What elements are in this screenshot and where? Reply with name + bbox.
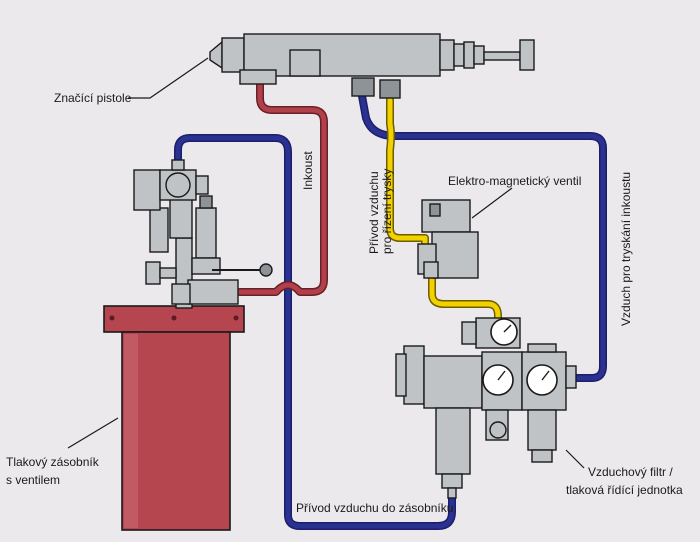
label-air-nozzle-2: pro řízení trysky — [380, 169, 394, 254]
leader-solenoid — [471, 187, 513, 219]
label-air-ink-spray: Vzduch pro tryskání inkoustu — [619, 172, 633, 326]
tank-valve-assembly — [133, 159, 273, 309]
control-air-hose — [386, 96, 502, 330]
label-ink: Inkoust — [301, 151, 315, 190]
solenoid-valve — [417, 199, 479, 279]
label-tank-1: Tlakový zásobník — [6, 455, 100, 469]
label-air-supply-tank: Přívod vzduchu do zásobníku — [296, 501, 453, 515]
label-tank-2: s ventilem — [6, 473, 60, 487]
leader-filter — [565, 449, 585, 469]
label-solenoid-valve: Elektro-magnetický ventil — [448, 174, 581, 188]
label-filter-1: Vzduchový filtr / — [588, 465, 673, 479]
leader-tank — [67, 417, 119, 449]
air-hose-tank — [174, 134, 456, 530]
marking-gun — [209, 33, 535, 99]
leader-marking-gun — [128, 57, 209, 99]
label-filter-2: tlaková řídící jednotka — [566, 483, 683, 497]
pressure-tank — [103, 305, 245, 531]
air-hose-spray — [358, 92, 607, 382]
label-air-nozzle-1: Přívod vzduchu — [367, 171, 381, 254]
label-marking-gun: Značící pistole — [54, 91, 132, 105]
ink-hose — [236, 78, 328, 296]
air-filter-regulator — [395, 317, 577, 499]
